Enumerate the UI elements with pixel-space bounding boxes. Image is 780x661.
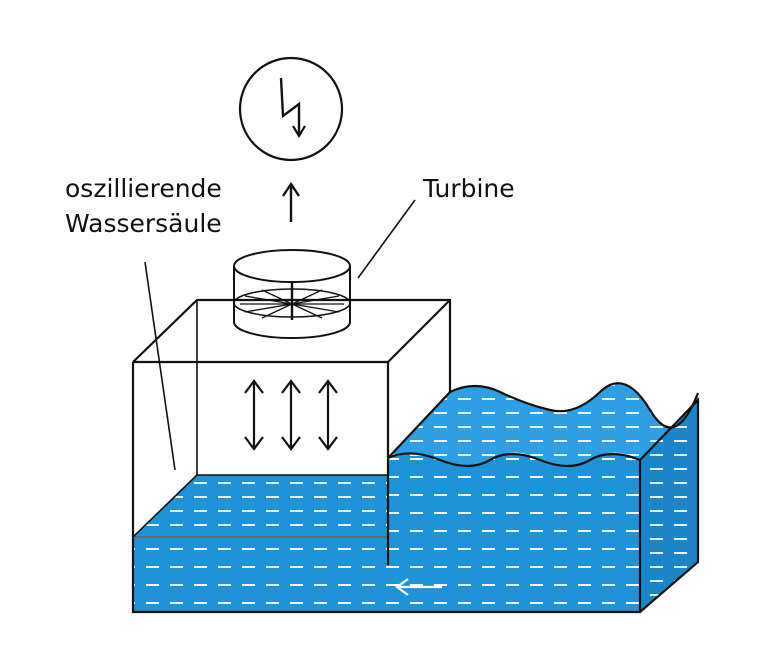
column-label-line1: oszillierende bbox=[65, 174, 222, 203]
water-dash-overlay-inner bbox=[133, 475, 388, 537]
double-arrow-vertical-icon bbox=[318, 379, 338, 451]
water-dash-overlay-top bbox=[388, 383, 698, 468]
air-chamber-box bbox=[131, 298, 452, 565]
column-label-line2: Wassersäule bbox=[65, 209, 222, 238]
double-arrow-vertical-icon bbox=[281, 379, 301, 451]
water-body bbox=[133, 383, 698, 612]
arrow-up-icon bbox=[282, 181, 300, 222]
double-arrow-vertical-icon bbox=[244, 379, 264, 451]
arrow-left-icon bbox=[395, 578, 442, 596]
water-dash-overlay-front bbox=[133, 453, 640, 612]
turbine-leader-line bbox=[357, 199, 416, 279]
column-leader-line bbox=[144, 261, 176, 471]
leader-lines bbox=[144, 199, 416, 471]
turbine bbox=[233, 249, 351, 339]
oscillation-arrows bbox=[244, 379, 338, 451]
electricity-symbol-icon bbox=[238, 56, 344, 162]
water-outline bbox=[131, 382, 700, 614]
turbine-label: Turbine bbox=[422, 174, 515, 203]
water-dash-overlay-side bbox=[640, 400, 698, 612]
